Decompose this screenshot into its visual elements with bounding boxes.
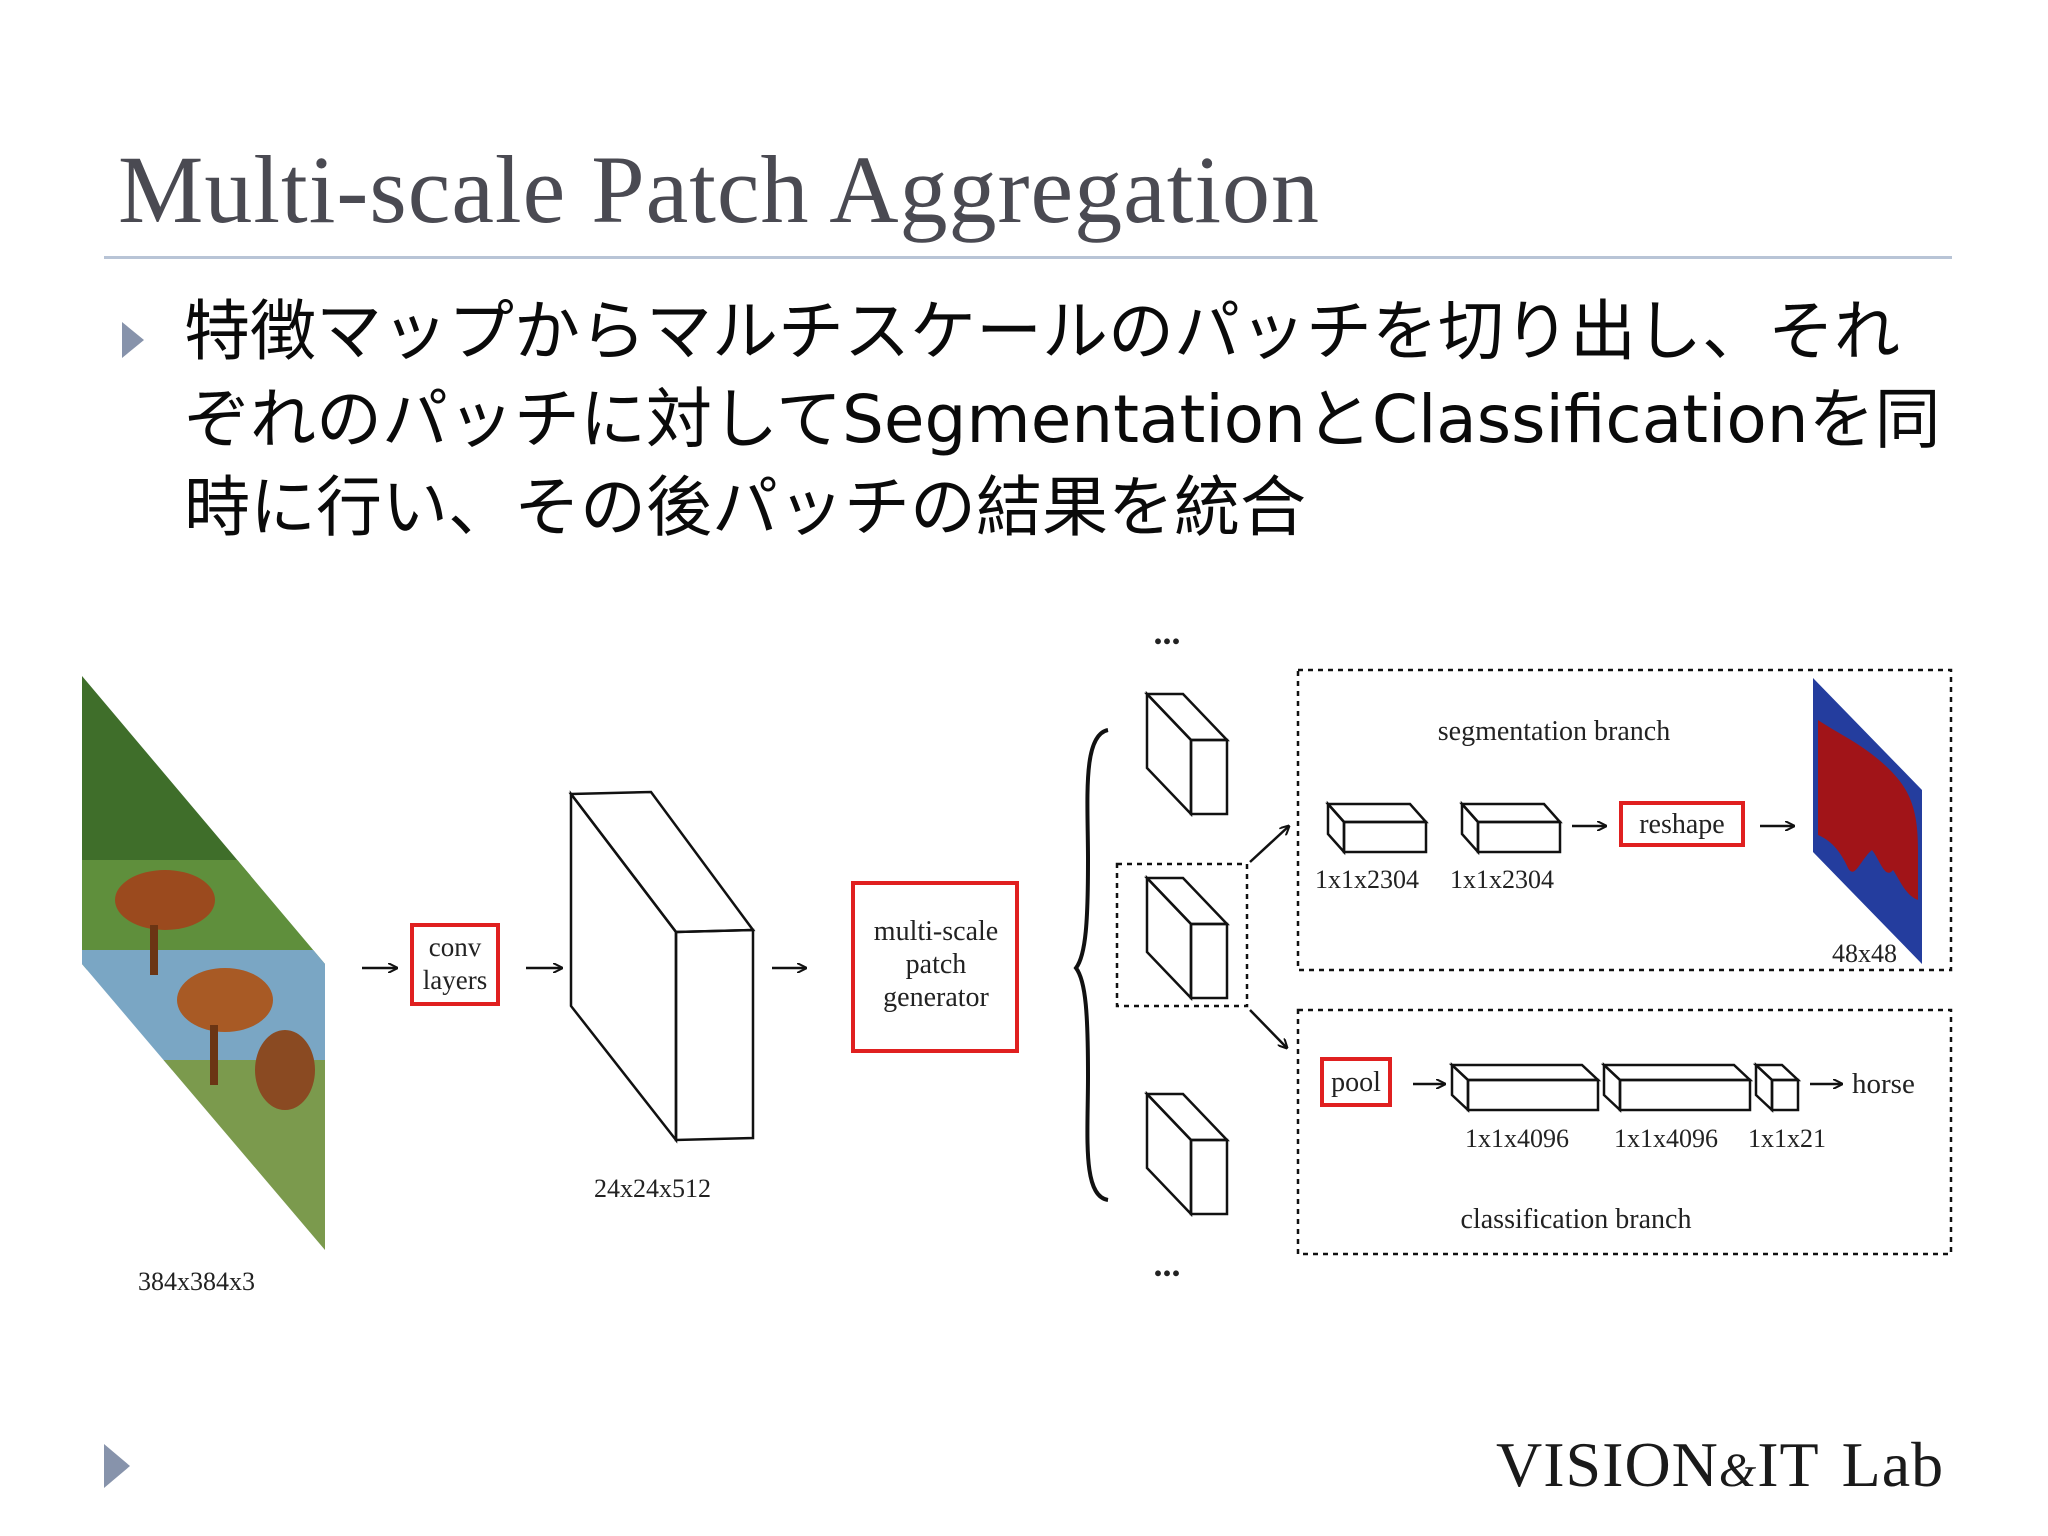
seg-size-label: 1x1x2304 — [1315, 865, 1419, 894]
nav-triangle-icon — [104, 1444, 130, 1488]
input-size-label: 384x384x3 — [138, 1267, 255, 1296]
fc-layer-block — [1325, 800, 1429, 856]
bullet-text: 特徴マップからマルチスケールのパッチを切り出し、それ ぞれのパッチに対してSeg… — [184, 288, 1944, 552]
horse-output-label: horse — [1852, 1068, 1915, 1100]
fc-layer-block — [1459, 800, 1563, 856]
curly-brace — [1073, 728, 1109, 1202]
segmentation-branch-box — [1296, 668, 1953, 972]
logo-vision-text: VISION — [1496, 1429, 1719, 1500]
classification-branch-box — [1296, 1008, 1953, 1256]
slide-title: Multi-scale Patch Aggregation — [118, 136, 1321, 243]
logo-amp-text: & — [1718, 1444, 1758, 1497]
classification-branch-title: classification branch — [1461, 1204, 1692, 1235]
input-image — [82, 676, 325, 1250]
generator-label-line: multi-scale — [874, 916, 998, 947]
arrow — [1249, 826, 1289, 863]
arrow — [1249, 1009, 1287, 1048]
fc-layer-block — [1752, 1062, 1802, 1113]
ellipsis-top: ... — [1154, 612, 1181, 652]
segmentation-output-map — [1813, 678, 1922, 964]
conv-layers-box — [410, 923, 500, 1006]
segmentation-branch-title: segmentation branch — [1438, 716, 1670, 747]
selected-patch-box — [1115, 862, 1249, 1008]
generator-label-line: patch — [906, 949, 967, 980]
seg-size-label: 1x1x2304 — [1450, 865, 1554, 894]
fc-layer-block — [1448, 1062, 1602, 1113]
bullet-line: 特徴マップからマルチスケールのパッチを切り出し、それ — [184, 293, 1900, 370]
generator-label-line: generator — [883, 982, 989, 1013]
title-divider — [104, 256, 1952, 259]
bullet-line: 時に行い、その後パッチの結果を統合 — [184, 469, 1306, 546]
reshape-label: reshape — [1639, 809, 1725, 840]
cls-size-label: 1x1x4096 — [1614, 1124, 1718, 1153]
patch-cube — [1144, 690, 1230, 818]
cls-size-label: 1x1x4096 — [1465, 1124, 1569, 1153]
conv-label-line: conv — [429, 932, 482, 962]
seg-output-size-label: 48x48 — [1832, 939, 1897, 968]
pool-box — [1320, 1057, 1392, 1107]
logo-it-text: IT — [1757, 1429, 1820, 1500]
feature-map-block — [568, 790, 756, 1144]
ellipsis-bottom: ... — [1154, 1244, 1181, 1284]
feature-size-label: 24x24x512 — [594, 1174, 711, 1203]
bullet-triangle-icon — [122, 322, 144, 358]
reshape-box — [1619, 801, 1745, 847]
pool-label: pool — [1331, 1067, 1381, 1098]
logo-lab-text: Lab — [1841, 1429, 1945, 1500]
patch-generator-box — [851, 881, 1019, 1053]
patch-cube — [1144, 1090, 1230, 1218]
bullet-line: ぞれのパッチに対してSegmentationとClassificationを同 — [184, 381, 1941, 458]
lab-logo: VISION&IT Lab — [1496, 1428, 1944, 1502]
conv-label-line: layers — [423, 965, 487, 995]
fc-layer-block — [1600, 1062, 1754, 1113]
patch-cube — [1144, 874, 1230, 1002]
cls-size-label: 1x1x21 — [1748, 1124, 1826, 1153]
